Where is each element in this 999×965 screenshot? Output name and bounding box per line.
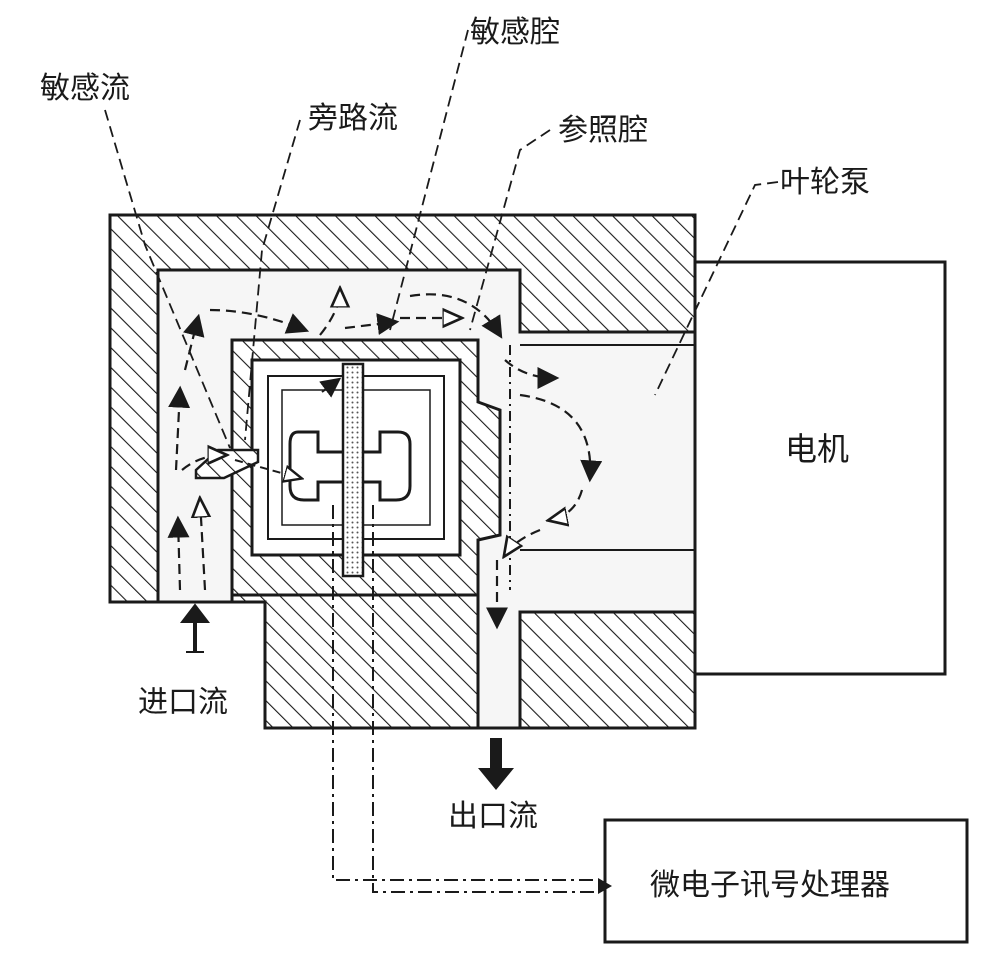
pump-flow-arrows bbox=[486, 359, 603, 630]
bypass-flow-arrows bbox=[209, 290, 503, 339]
signal-arrowhead bbox=[598, 878, 612, 894]
inlet-arrow bbox=[179, 603, 211, 653]
label-inlet-flow: 进口流 bbox=[138, 685, 228, 720]
label-processor: 微电子讯号处理器 bbox=[650, 868, 890, 903]
label-motor: 电机 bbox=[785, 430, 849, 468]
signal-line-1 bbox=[332, 505, 598, 881]
chamber-flow-arrows bbox=[234, 377, 342, 478]
label-reference-chamber: 参照腔 bbox=[558, 113, 648, 148]
label-sensing-chamber: 敏感腔 bbox=[470, 15, 560, 50]
signal-line-2 bbox=[372, 505, 598, 893]
leader-lines bbox=[104, 29, 779, 449]
label-impeller-pump: 叶轮泵 bbox=[780, 165, 870, 200]
processor-box bbox=[603, 818, 969, 944]
label-sensing-flow: 敏感流 bbox=[40, 71, 130, 106]
outlet-arrow bbox=[478, 738, 514, 790]
motor-box bbox=[693, 260, 947, 676]
sensor-shaft bbox=[341, 362, 365, 578]
label-bypass-flow: 旁路流 bbox=[308, 101, 398, 136]
sensing-flow-arrows bbox=[167, 313, 225, 591]
label-outlet-flow: 出口流 bbox=[448, 799, 538, 834]
